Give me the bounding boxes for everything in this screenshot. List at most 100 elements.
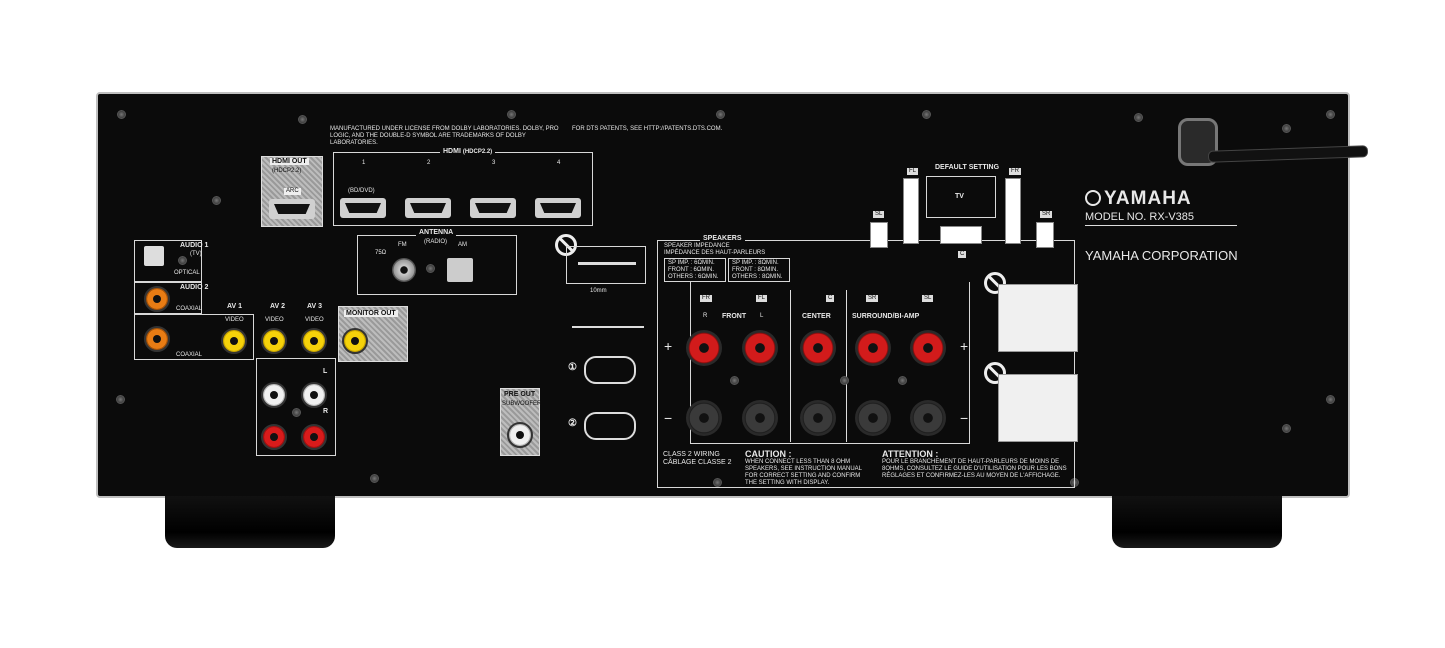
negative-right-marker: − (960, 410, 969, 426)
ch-sr-label: SR (866, 295, 879, 302)
front-left-speaker-icon (903, 178, 919, 244)
av2-video-label: VIDEO (265, 317, 284, 323)
optical-input-port[interactable] (144, 246, 164, 266)
class2-wiring-label: CLASS 2 WIRING (663, 451, 720, 458)
av1-label: AV 1 (227, 303, 243, 310)
screw (922, 110, 931, 119)
av3-audio-left-jack[interactable] (301, 382, 327, 408)
surround-label: SURROUND/BI-AMP (852, 313, 920, 320)
impedance-8ohm-box (728, 258, 790, 282)
surround-right-positive-terminal[interactable] (855, 330, 891, 366)
model-number: MODEL NO. RX-V385 (1085, 211, 1237, 226)
coaxial-input-2[interactable] (144, 326, 170, 352)
front-r-marker: R (703, 313, 708, 319)
antenna-fm-label: FM (398, 242, 407, 248)
av3-audio-right-jack[interactable] (301, 424, 327, 450)
screw (116, 395, 125, 404)
attention-text: POUR LE BRANCHEMENT DE HAUT-PARLEURS DE … (882, 459, 1067, 479)
hdmi-in-4-label: 4 (557, 160, 561, 166)
hdmi-out-label: HDMI OUT (270, 158, 309, 165)
wire-insert-icon (584, 412, 636, 440)
tv-label: TV (955, 193, 964, 200)
monitor-out-video-jack[interactable] (342, 328, 368, 354)
hdmi-in-label: HDMI (HDCP2.2) (440, 148, 496, 155)
strip-length-label: 10mm (590, 288, 607, 294)
short-circuit-warning-pic (998, 284, 1078, 352)
surround-right-speaker-icon (1036, 222, 1054, 248)
coaxial-label-1: COAXIAL (176, 306, 203, 312)
hdmi-in-3-port[interactable] (470, 198, 516, 218)
screw (117, 110, 126, 119)
tv-icon (926, 176, 996, 218)
step1-label: ① (568, 362, 577, 373)
c-position-label: C (958, 251, 967, 258)
dts-notice: FOR DTS PATENTS, SEE HTTP://PATENTS.DTS.… (572, 126, 723, 132)
power-cord-strain-relief (1178, 118, 1218, 166)
front-right-positive-terminal[interactable] (686, 330, 722, 366)
av2-audio-left-jack[interactable] (261, 382, 287, 408)
center-speaker-icon (940, 226, 982, 244)
surround-left-speaker-icon (870, 222, 888, 248)
fr-position-label: FR (1009, 168, 1021, 175)
av1-video-jack[interactable] (221, 328, 247, 354)
hdmi-in-1-port[interactable] (340, 198, 386, 218)
antenna-radio-label: (RADIO) (424, 239, 447, 245)
hdmi-out-hdcp: (HDCP2.2) (272, 168, 302, 174)
coaxial-input-1[interactable] (144, 286, 170, 312)
ch-fl-label: FL (756, 295, 768, 302)
front-right-negative-terminal[interactable] (686, 400, 722, 436)
caution-text: WHEN CONNECT LESS THAN 8 OHM SPEAKERS, S… (745, 459, 862, 486)
wire-icon (578, 262, 636, 265)
monitor-out-label: MONITOR OUT (344, 310, 398, 317)
center-positive-terminal[interactable] (800, 330, 836, 366)
positive-left-marker: + (664, 338, 673, 354)
av1-coax-group (134, 314, 254, 360)
center-negative-terminal[interactable] (800, 400, 836, 436)
surround-left-negative-terminal[interactable] (910, 400, 946, 436)
audio1-tv-label: (TV) (190, 251, 202, 257)
av2-label: AV 2 (270, 303, 286, 310)
am-antenna-terminal[interactable] (447, 258, 473, 282)
screw (178, 256, 187, 265)
impedance-8-line3: OTHERS : 8ΩMIN. (732, 274, 783, 280)
left-foot (165, 496, 335, 548)
antenna-ohm-label: 75Ω (375, 250, 387, 256)
speakers-group (657, 240, 1075, 488)
prohibited-icon (984, 362, 1006, 384)
front-right-speaker-icon (1005, 178, 1021, 244)
hdmi-in-4-port[interactable] (535, 198, 581, 218)
right-foot (1112, 496, 1282, 548)
prohibited-icon (984, 272, 1006, 294)
speaker-impedance-label: SPEAKER IMPEDANCE (664, 243, 730, 249)
surround-right-negative-terminal[interactable] (855, 400, 891, 436)
pre-out-subwoofer-label: SUBWOOFER (502, 401, 542, 407)
ch-fr-label: FR (700, 295, 712, 302)
front-l-marker: L (760, 313, 764, 319)
hdmi-in-2-port[interactable] (405, 198, 451, 218)
dolby-notice: MANUFACTURED UNDER LICENSE FROM DOLBY LA… (330, 126, 559, 146)
hdmi-out-port[interactable] (269, 199, 315, 219)
frayed-wire-warning (566, 246, 646, 284)
av2-video-jack[interactable] (261, 328, 287, 354)
front-label: FRONT (722, 313, 747, 320)
surround-left-positive-terminal[interactable] (910, 330, 946, 366)
av3-video-jack[interactable] (301, 328, 327, 354)
center-label: CENTER (802, 313, 831, 320)
audio1-group (134, 240, 202, 282)
pre-out-label: PRE OUT (504, 391, 536, 398)
impedance-6-line2: FRONT : 6ΩMIN. (668, 267, 715, 273)
hdmi-in-3-label: 3 (492, 160, 496, 166)
screw (1282, 124, 1291, 133)
audio-left-label: L (323, 368, 328, 375)
av2-audio-right-jack[interactable] (261, 424, 287, 450)
front-left-positive-terminal[interactable] (742, 330, 778, 366)
antenna-label: ANTENNA (416, 229, 457, 236)
impedance-6ohm-box (664, 258, 726, 282)
divider (790, 290, 791, 442)
yamaha-logo: YAMAHA (1085, 188, 1192, 210)
fm-antenna-jack[interactable] (392, 258, 416, 282)
front-left-negative-terminal[interactable] (742, 400, 778, 436)
screw (507, 110, 516, 119)
screw (1134, 113, 1143, 122)
subwoofer-pre-out-jack[interactable] (507, 422, 533, 448)
